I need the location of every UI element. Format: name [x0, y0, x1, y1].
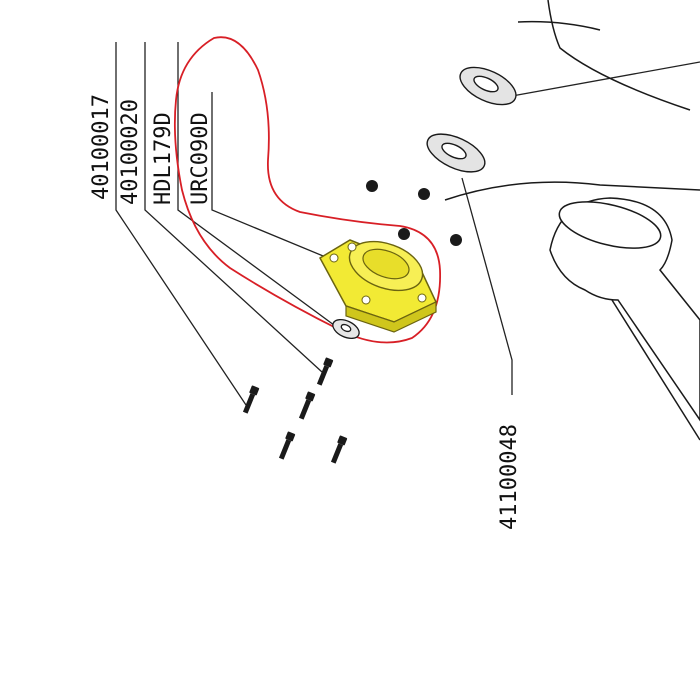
leader-line-41100048 [461, 177, 513, 395]
bolts [242, 357, 348, 464]
nut-icon[interactable] [398, 228, 410, 240]
part-label-40100017[interactable]: 40100017 [89, 94, 114, 200]
nuts [366, 180, 462, 246]
bolt-icon[interactable] [298, 391, 316, 420]
flange-bearing-urc090d[interactable] [318, 232, 437, 333]
nut-icon[interactable] [418, 188, 430, 200]
bolt-icon[interactable] [330, 435, 348, 464]
bolt-icon[interactable] [278, 431, 296, 460]
washer-41100048[interactable] [422, 126, 491, 179]
frame-top-edge [517, 20, 601, 31]
leader-lines [115, 42, 700, 409]
frame-upper-right [444, 181, 700, 201]
bolt-icon[interactable] [316, 357, 334, 386]
axle-rod-edge [611, 299, 700, 441]
red-highlight-loop [173, 36, 441, 344]
frame-top-curve [547, 0, 691, 111]
axle-tube [549, 197, 700, 422]
part-label-urc090d[interactable]: URC090D [188, 112, 213, 205]
leader-line-40100020 [144, 42, 323, 373]
part-label-group: 40100017 40100020 HDL179D URC090D 411000… [89, 94, 522, 530]
nut-icon[interactable] [366, 180, 378, 192]
part-label-40100020[interactable]: 40100020 [118, 99, 143, 205]
washer-hdl179d[interactable] [330, 316, 362, 342]
nut-icon[interactable] [450, 234, 462, 246]
leader-line-40100017 [115, 42, 249, 409]
bolt-icon[interactable] [242, 385, 260, 414]
washer-top[interactable] [454, 60, 521, 113]
leader-line-urc090d [211, 92, 329, 259]
part-label-41100048[interactable]: 41100048 [497, 424, 522, 530]
machine-frame [444, 0, 700, 441]
part-label-hdl179d[interactable]: HDL179D [151, 112, 176, 205]
leader-line-washer-top [511, 61, 700, 97]
axle-collar [558, 201, 662, 249]
leader-line-hdl179d [177, 42, 339, 329]
